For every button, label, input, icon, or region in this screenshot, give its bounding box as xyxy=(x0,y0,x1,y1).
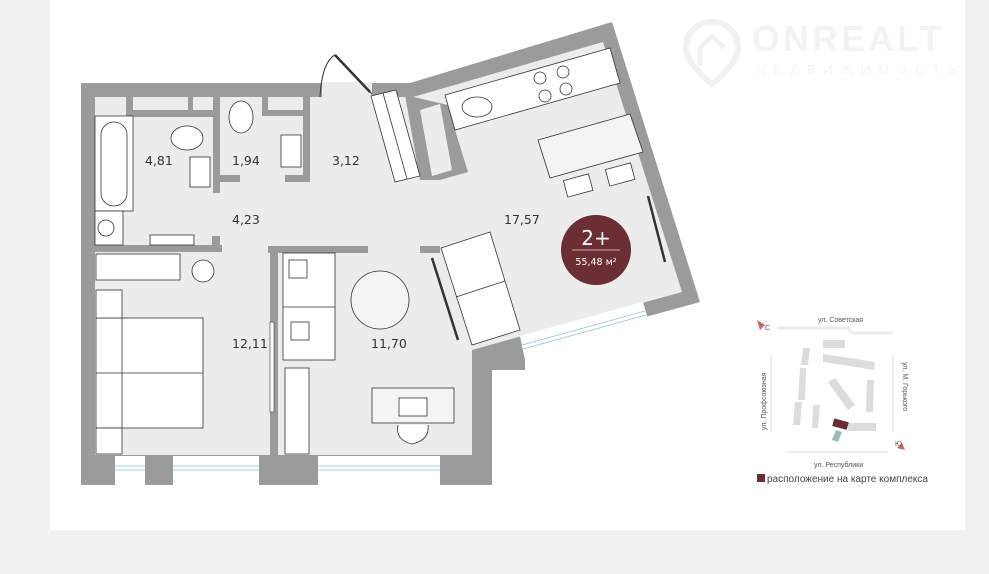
window-kitchen xyxy=(520,302,650,360)
tv-kitchen xyxy=(646,195,667,263)
kitchen-counter xyxy=(444,47,621,131)
svg-text:55,48 м²: 55,48 м² xyxy=(575,257,616,268)
entrance-door-gap xyxy=(322,82,372,98)
windows-bottom xyxy=(115,456,440,485)
apartment-badge: 2+ 55,48 м² xyxy=(561,215,631,285)
legend-text: расположение на карте комплекса xyxy=(767,474,928,485)
street-south: ул. Республики xyxy=(814,461,863,469)
toilet-2 xyxy=(228,100,254,134)
double-bed xyxy=(95,289,204,455)
sofa-room xyxy=(282,252,336,361)
bookshelf xyxy=(284,367,310,455)
area-kitchen-living: 17,57 xyxy=(504,212,540,227)
street-east: ул. М. Горького xyxy=(901,362,908,411)
house-pin-icon xyxy=(682,18,742,88)
wardrobe-hall xyxy=(370,89,421,183)
entrance-door xyxy=(319,54,373,98)
street-north: ул. Советская xyxy=(818,317,863,324)
site-map: С Ю ул. Советская ул. Республики ул. Про… xyxy=(757,317,908,469)
plant xyxy=(191,259,215,283)
area-hall: 3,12 xyxy=(332,153,360,168)
mirror xyxy=(269,321,275,413)
sink-bath xyxy=(189,156,211,188)
area-room: 11,70 xyxy=(371,336,407,351)
compass-north-arrow xyxy=(757,320,765,330)
brand-logo: ONREALT НЕДВИЖИМОСТЬ xyxy=(682,18,957,93)
sink-toilet xyxy=(280,134,302,168)
floor-area xyxy=(95,42,682,455)
kitchen-island xyxy=(537,113,644,179)
brand-name: ONREALT xyxy=(752,18,945,59)
toilet-1 xyxy=(170,125,204,151)
rooms-count: 2+ xyxy=(581,226,610,250)
bar-stool xyxy=(604,162,636,187)
bathtub xyxy=(94,115,134,246)
compass-south-arrow xyxy=(897,443,905,450)
total-area: 55,48 xyxy=(575,257,602,268)
tv xyxy=(430,257,460,341)
area-toilet: 1,94 xyxy=(232,153,260,168)
bar-stool xyxy=(562,173,594,198)
laptop-icon xyxy=(398,397,428,417)
area-bathroom: 4,81 xyxy=(145,153,173,168)
area-corridor: 4,23 xyxy=(232,212,260,227)
area-bedroom: 12,11 xyxy=(232,336,268,351)
compass-south: Ю xyxy=(895,441,902,448)
area-unit: м² xyxy=(606,257,617,268)
sofa-kitchen xyxy=(440,231,521,346)
map-legend: расположение на карте комплекса xyxy=(757,474,928,485)
brand-tagline: НЕДВИЖИМОСТЬ xyxy=(756,62,965,77)
street-west: ул. Профсоюзная xyxy=(761,372,768,430)
round-table xyxy=(350,270,410,330)
chair xyxy=(397,424,429,445)
legend-swatch xyxy=(757,474,765,482)
compass-north: С xyxy=(765,325,770,332)
wardrobe-bedroom xyxy=(95,253,181,281)
radiator xyxy=(149,234,195,246)
complex-location-marker xyxy=(832,418,849,430)
